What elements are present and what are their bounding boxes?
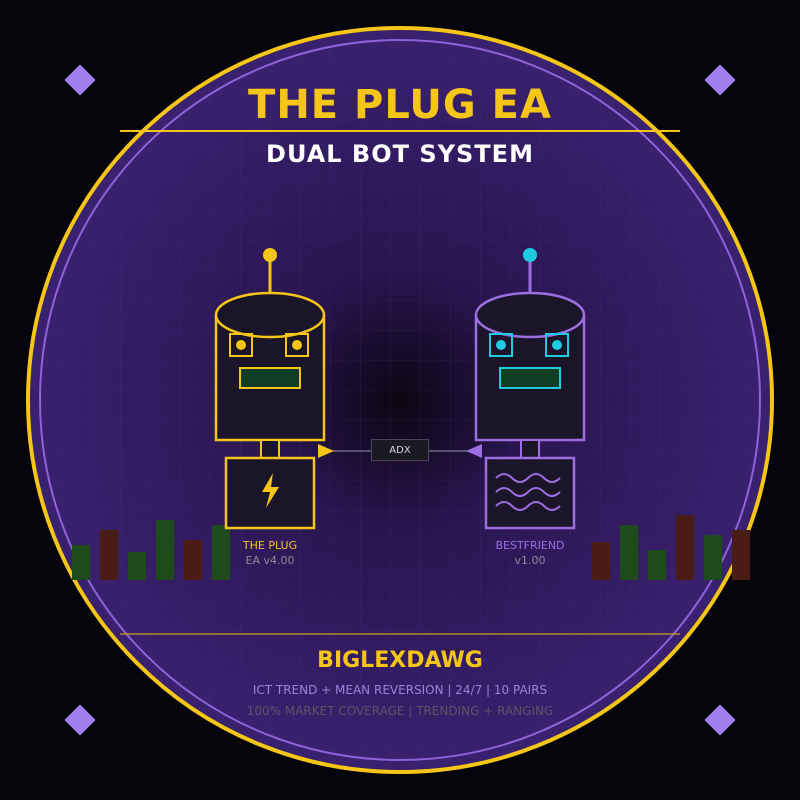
eye-icon xyxy=(496,340,506,350)
adx-label: ADX xyxy=(371,439,429,461)
robot-bestfriend xyxy=(474,248,586,530)
diamond-icon xyxy=(64,64,96,96)
bot-name-the-plug: THE PLUG xyxy=(242,539,298,552)
robot-the-plug xyxy=(214,248,326,530)
arrow-left-icon xyxy=(466,444,482,458)
eye-icon xyxy=(292,340,302,350)
tagline-secondary: 100% MARKET COVERAGE | TRENDING + RANGIN… xyxy=(246,704,554,718)
eye-icon xyxy=(236,340,246,350)
bot-version-bestfriend: v1.00 xyxy=(514,554,546,567)
candlestick-decoration-left xyxy=(72,520,230,580)
bot-version-the-plug: EA v4.00 xyxy=(245,554,295,567)
outer-gold-ring xyxy=(26,26,774,774)
bot-name-bestfriend: BESTFRIEND xyxy=(495,539,565,552)
lightning-bolt-icon xyxy=(262,473,279,508)
author-name: BIGLEXDAWG xyxy=(317,648,483,673)
page-subtitle: DUAL BOT SYSTEM xyxy=(266,140,534,168)
antenna-icon xyxy=(263,248,277,262)
badge-disc xyxy=(26,26,774,774)
candlestick-decoration-right xyxy=(592,515,750,580)
wave-icon xyxy=(495,473,561,511)
mouth-panel xyxy=(499,367,561,389)
eye-icon xyxy=(552,340,562,350)
page-title: THE PLUG EA xyxy=(248,82,552,128)
antenna-icon xyxy=(523,248,537,262)
tagline-primary: ICT TREND + MEAN REVERSION | 24/7 | 10 P… xyxy=(252,683,548,697)
arrow-right-icon xyxy=(318,444,334,458)
mouth-panel xyxy=(239,367,301,389)
inner-purple-ring xyxy=(39,39,761,761)
